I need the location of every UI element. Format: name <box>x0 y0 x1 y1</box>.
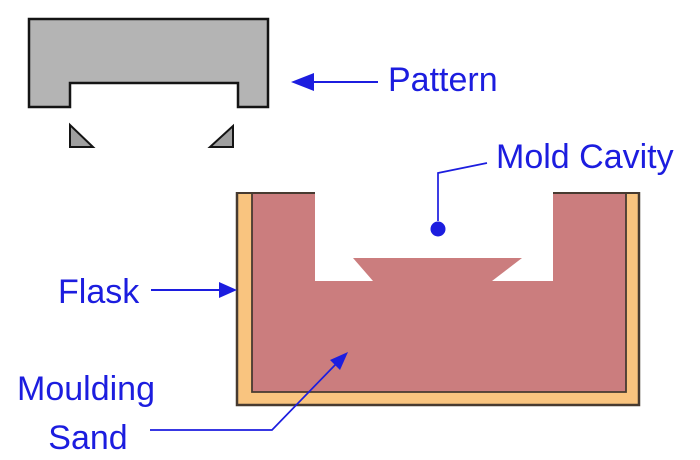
pattern-group <box>27 17 270 148</box>
moulding-sand-label-line1: Moulding <box>17 370 155 408</box>
moulding-sand-leader-line <box>150 363 337 431</box>
mold-cavity-leader-line <box>437 162 488 221</box>
pattern-label: Pattern <box>388 61 498 99</box>
mold-cavity-label: Mold Cavity <box>496 138 674 176</box>
flask-label: Flask <box>58 273 140 311</box>
loose-piece-left-triangle <box>69 122 96 148</box>
annotations <box>150 73 488 431</box>
sand-inner-outline <box>251 192 627 393</box>
moulding-sand-arrow-icon <box>330 352 348 370</box>
label-layer: Pattern Mold Cavity Flask Moulding Sand <box>17 61 674 457</box>
pattern-shape <box>27 17 270 109</box>
pattern-arrow-icon <box>291 73 314 91</box>
loose-piece-right-triangle <box>207 123 234 148</box>
flask-arrow-icon <box>219 282 237 298</box>
flask-outer-outline <box>235 192 641 407</box>
mold-cavity-boss <box>353 258 522 281</box>
mold-cavity-dot-icon <box>430 221 446 237</box>
moulding-sand-label-line2: Sand <box>48 419 127 457</box>
